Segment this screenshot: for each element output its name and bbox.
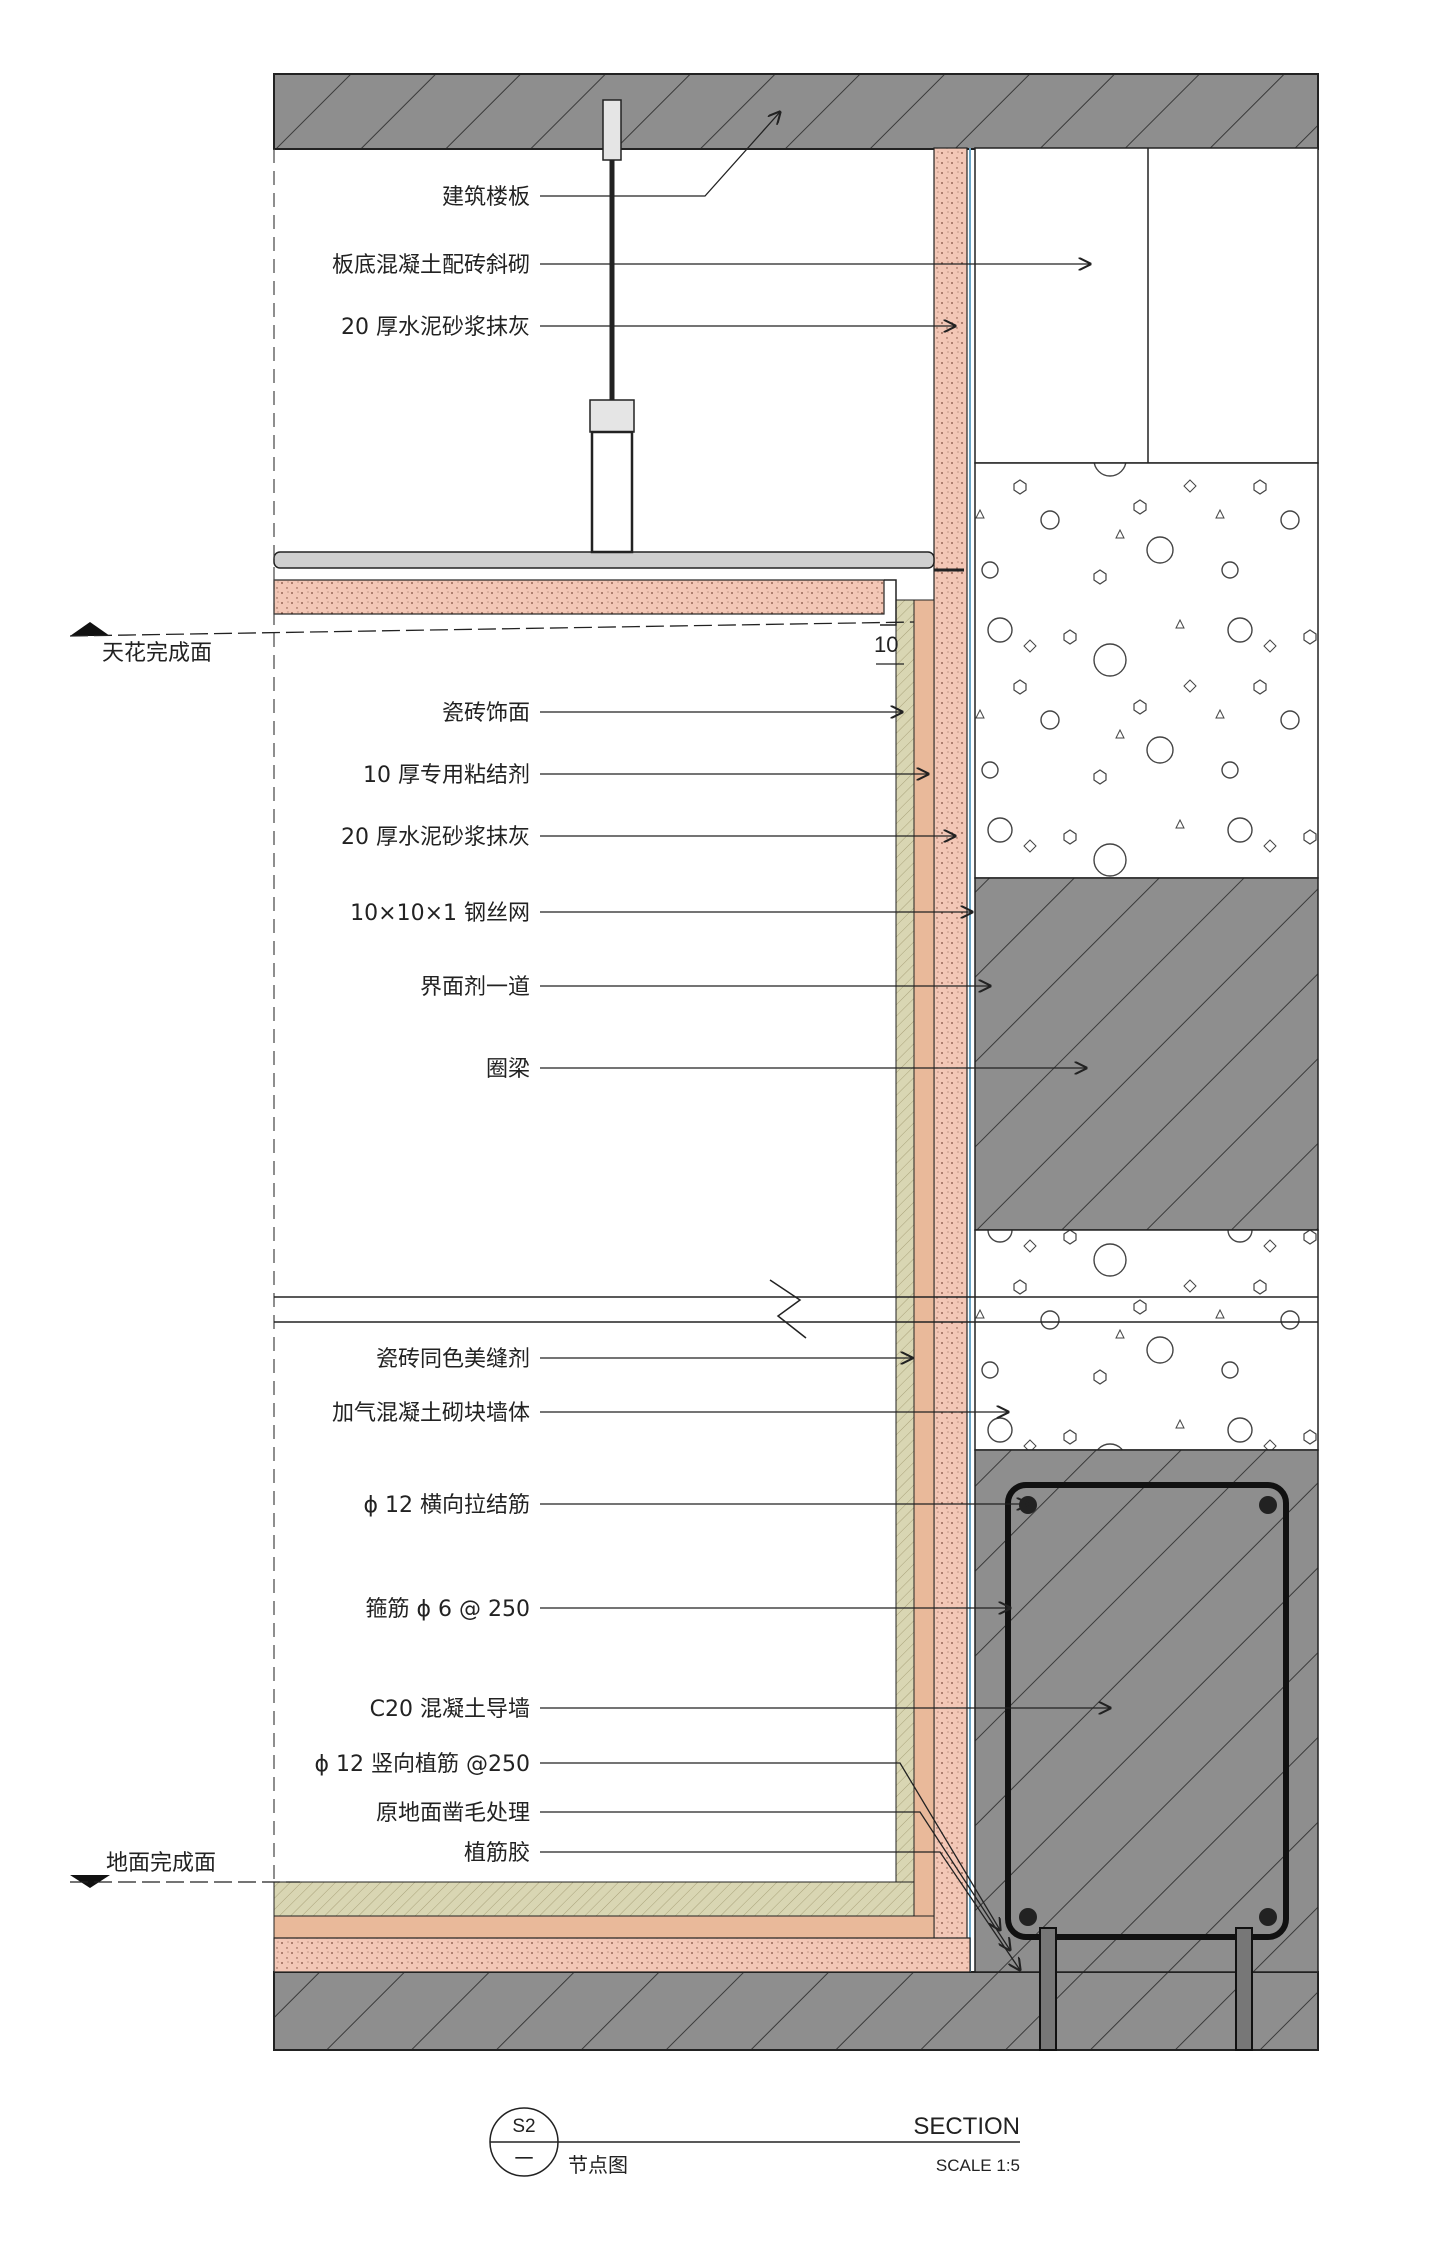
callout-label: 圈梁: [486, 1057, 530, 1082]
title-block-scale: SCALE 1:5: [936, 2156, 1020, 2175]
callout-12: ϕ 12 横向拉结筋: [364, 1493, 1029, 1518]
dimension-label: 10: [874, 632, 898, 657]
callout-label: 植筋胶: [464, 1841, 530, 1866]
ring-beam: [974, 877, 1319, 1231]
title-block-id: S2: [512, 2116, 535, 2137]
callout-15: ϕ 12 竖向植筋 @250: [315, 1752, 1000, 1930]
callout-7: 10×10×1 钢丝网: [350, 901, 972, 926]
floor-adhesive: [273, 1915, 935, 1939]
plaster-layer: [933, 147, 968, 1943]
callout-11: 加气混凝土砌块墙体: [332, 1401, 1008, 1426]
ceiling-level-marker: 天花完成面: [69, 621, 915, 666]
callout-17: 植筋胶: [464, 1841, 1020, 1970]
callout-3: 20 厚水泥砂浆抹灰: [341, 315, 955, 340]
callout-9: 圈梁: [486, 1057, 1086, 1082]
callout-label: 20 厚水泥砂浆抹灰: [341, 315, 530, 340]
callout-label: 加气混凝土砌块墙体: [332, 1401, 530, 1426]
ceiling-keel: [273, 551, 935, 569]
hanger-bracket: [590, 430, 634, 554]
title-block-section: SECTION: [913, 2113, 1020, 2140]
callout-label: 瓷砖同色美缝剂: [376, 1347, 530, 1372]
hanger-clip: [589, 399, 635, 433]
title-block-sheet: 一: [514, 2149, 533, 2170]
callout-leader: [540, 112, 780, 197]
title-block: S2 一 节点图 SECTION SCALE 1:5: [489, 2107, 1020, 2177]
floor-tile: [273, 1881, 915, 1917]
callout-label: 板底混凝土配砖斜砌: [332, 253, 530, 278]
callout-label: 界面剂一道: [420, 975, 530, 1000]
callout-label: 原地面凿毛处理: [376, 1801, 530, 1826]
callout-8: 界面剂一道: [420, 975, 990, 1000]
aac-block-upper: [974, 462, 1319, 879]
title-block-name: 节点图: [568, 2153, 628, 2177]
callout-label: 瓷砖饰面: [442, 701, 530, 726]
floor-plaster: [273, 1937, 971, 1973]
callout-4: 瓷砖饰面: [442, 701, 902, 726]
callout-label: C20 混凝土导墙: [370, 1697, 530, 1722]
callout-14: C20 混凝土导墙: [370, 1697, 1110, 1722]
floor-level-label: 地面完成面: [106, 1851, 216, 1876]
rebar-dot: [1259, 1496, 1277, 1514]
planted-rebar: [1039, 1927, 1057, 2051]
upper-brick-zone: [974, 147, 1319, 464]
callout-1: 建筑楼板: [442, 112, 780, 210]
callout-10: 瓷砖同色美缝剂: [376, 1347, 912, 1372]
callout-label: 10 厚专用粘结剂: [363, 763, 530, 788]
callout-label: 箍筋 ϕ 6 @ 250: [366, 1597, 530, 1622]
aac-block-lower: [974, 1229, 1319, 1451]
hanger-anchor: [602, 99, 622, 161]
rebar-dot: [1019, 1908, 1037, 1926]
callout-2: 板底混凝土配砖斜砌: [332, 253, 1090, 278]
tile-layer: [895, 599, 915, 1883]
stirrup: [1005, 1482, 1289, 1940]
guide-wall: [974, 1449, 1319, 1973]
callout-label: 20 厚水泥砂浆抹灰: [341, 825, 530, 850]
adhesive-layer: [913, 599, 935, 1936]
callout-leader: [540, 1851, 1020, 1970]
callout-6: 20 厚水泥砂浆抹灰: [341, 825, 955, 850]
callout-label: ϕ 12 横向拉结筋: [364, 1493, 531, 1518]
rebar-dot: [1259, 1908, 1277, 1926]
floor-level-marker: 地面完成面: [70, 1851, 300, 1888]
rebar-dot: [1019, 1496, 1037, 1514]
callout-leader: [540, 1811, 1010, 1950]
callout-label: ϕ 12 竖向植筋 @250: [315, 1752, 530, 1777]
callout-leader: [540, 1762, 1000, 1930]
callout-13: 箍筋 ϕ 6 @ 250: [366, 1597, 1010, 1622]
callout-16: 原地面凿毛处理: [376, 1801, 1010, 1950]
ceiling-board: [273, 579, 885, 615]
callout-label: 10×10×1 钢丝网: [350, 901, 530, 926]
ceiling-level-label: 天花完成面: [102, 641, 212, 666]
callout-5: 10 厚专用粘结剂: [363, 763, 928, 788]
floor-slab: [273, 1971, 1319, 2051]
planted-rebar: [1235, 1927, 1253, 2051]
ceiling-slab: [273, 73, 1319, 150]
callout-label: 建筑楼板: [442, 185, 530, 210]
